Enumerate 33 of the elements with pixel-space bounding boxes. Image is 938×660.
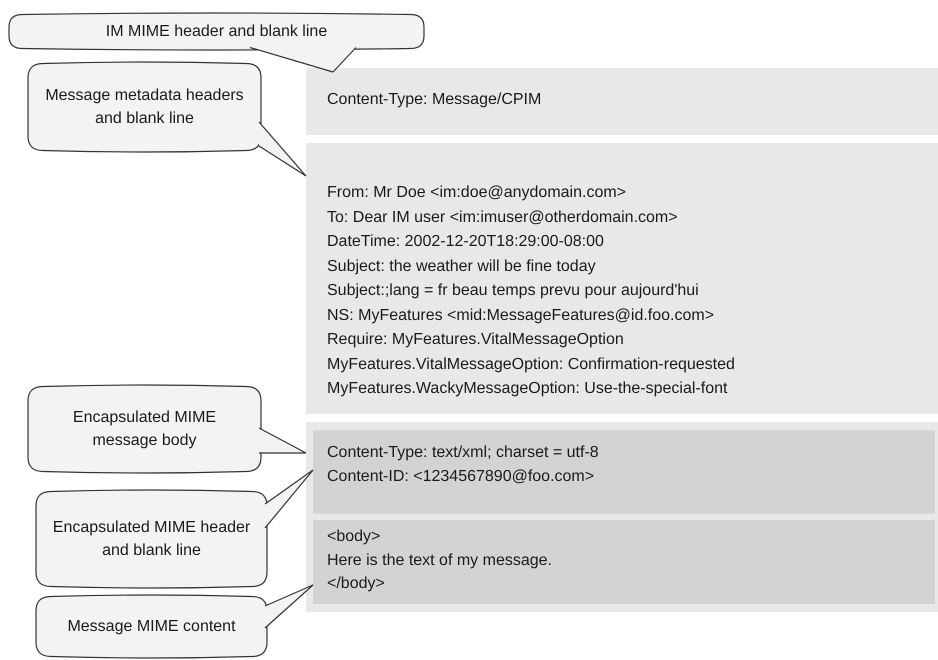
callout-tail — [249, 46, 357, 73]
code-line: Content-ID: <1234567890@foo.com> — [327, 467, 596, 487]
code-line: MyFeatures.VitalMessageOption: Confirmation-requested — [327, 354, 736, 374]
mime-header-section — [313, 430, 935, 514]
callout-bubble — [27, 62, 262, 152]
message-body-section — [306, 422, 938, 612]
metadata-section — [306, 143, 938, 414]
callout-bubble — [35, 490, 268, 588]
callout-tail — [264, 584, 314, 629]
code-line: Subject:;lang = fr beau temps prevu pour aujourd'hui — [327, 281, 700, 301]
callout-text: Encapsulated MIME message body — [72, 408, 218, 451]
code-line: NS: MyFeatures <mid:MessageFeatures@id.foo.com> — [327, 306, 716, 326]
callout-bubble — [27, 385, 262, 473]
code-line: </body> — [327, 574, 386, 594]
code-line: From: Mr Doe <im:doe@anydomain.com> — [327, 183, 628, 203]
code-line: Require: MyFeatures.VitalMessageOption — [327, 330, 625, 350]
code-line: <body> — [327, 527, 382, 547]
callout-tail — [264, 469, 314, 529]
mime-content-section — [313, 520, 935, 604]
code-line: Subject: the weather will be fine today — [327, 256, 597, 276]
code-line: Content-Type: Message/CPIM — [327, 90, 542, 110]
callout-text: Encapsulated MIME header and blank line — [52, 518, 252, 561]
callout-text: Message metadata headers and blank line — [44, 86, 245, 129]
code-line: MyFeatures.WackyMessageOption: Use-the-special-font — [327, 379, 728, 399]
code-line: Content-Type: text/xml; charset = utf-8 — [327, 443, 600, 463]
header-section — [306, 68, 938, 135]
callout-tail — [258, 427, 307, 454]
code-line: To: Dear IM user <im:imuser@otherdomain.com> — [327, 208, 679, 228]
callout-text: IM MIME header and blank line — [104, 22, 328, 42]
code-line: Here is the text of my message. — [327, 550, 553, 570]
callout-text: Message MIME content — [66, 617, 237, 637]
callout-tail — [258, 121, 307, 177]
code-line: DateTime: 2002-12-20T18:29:00-08:00 — [327, 232, 605, 252]
